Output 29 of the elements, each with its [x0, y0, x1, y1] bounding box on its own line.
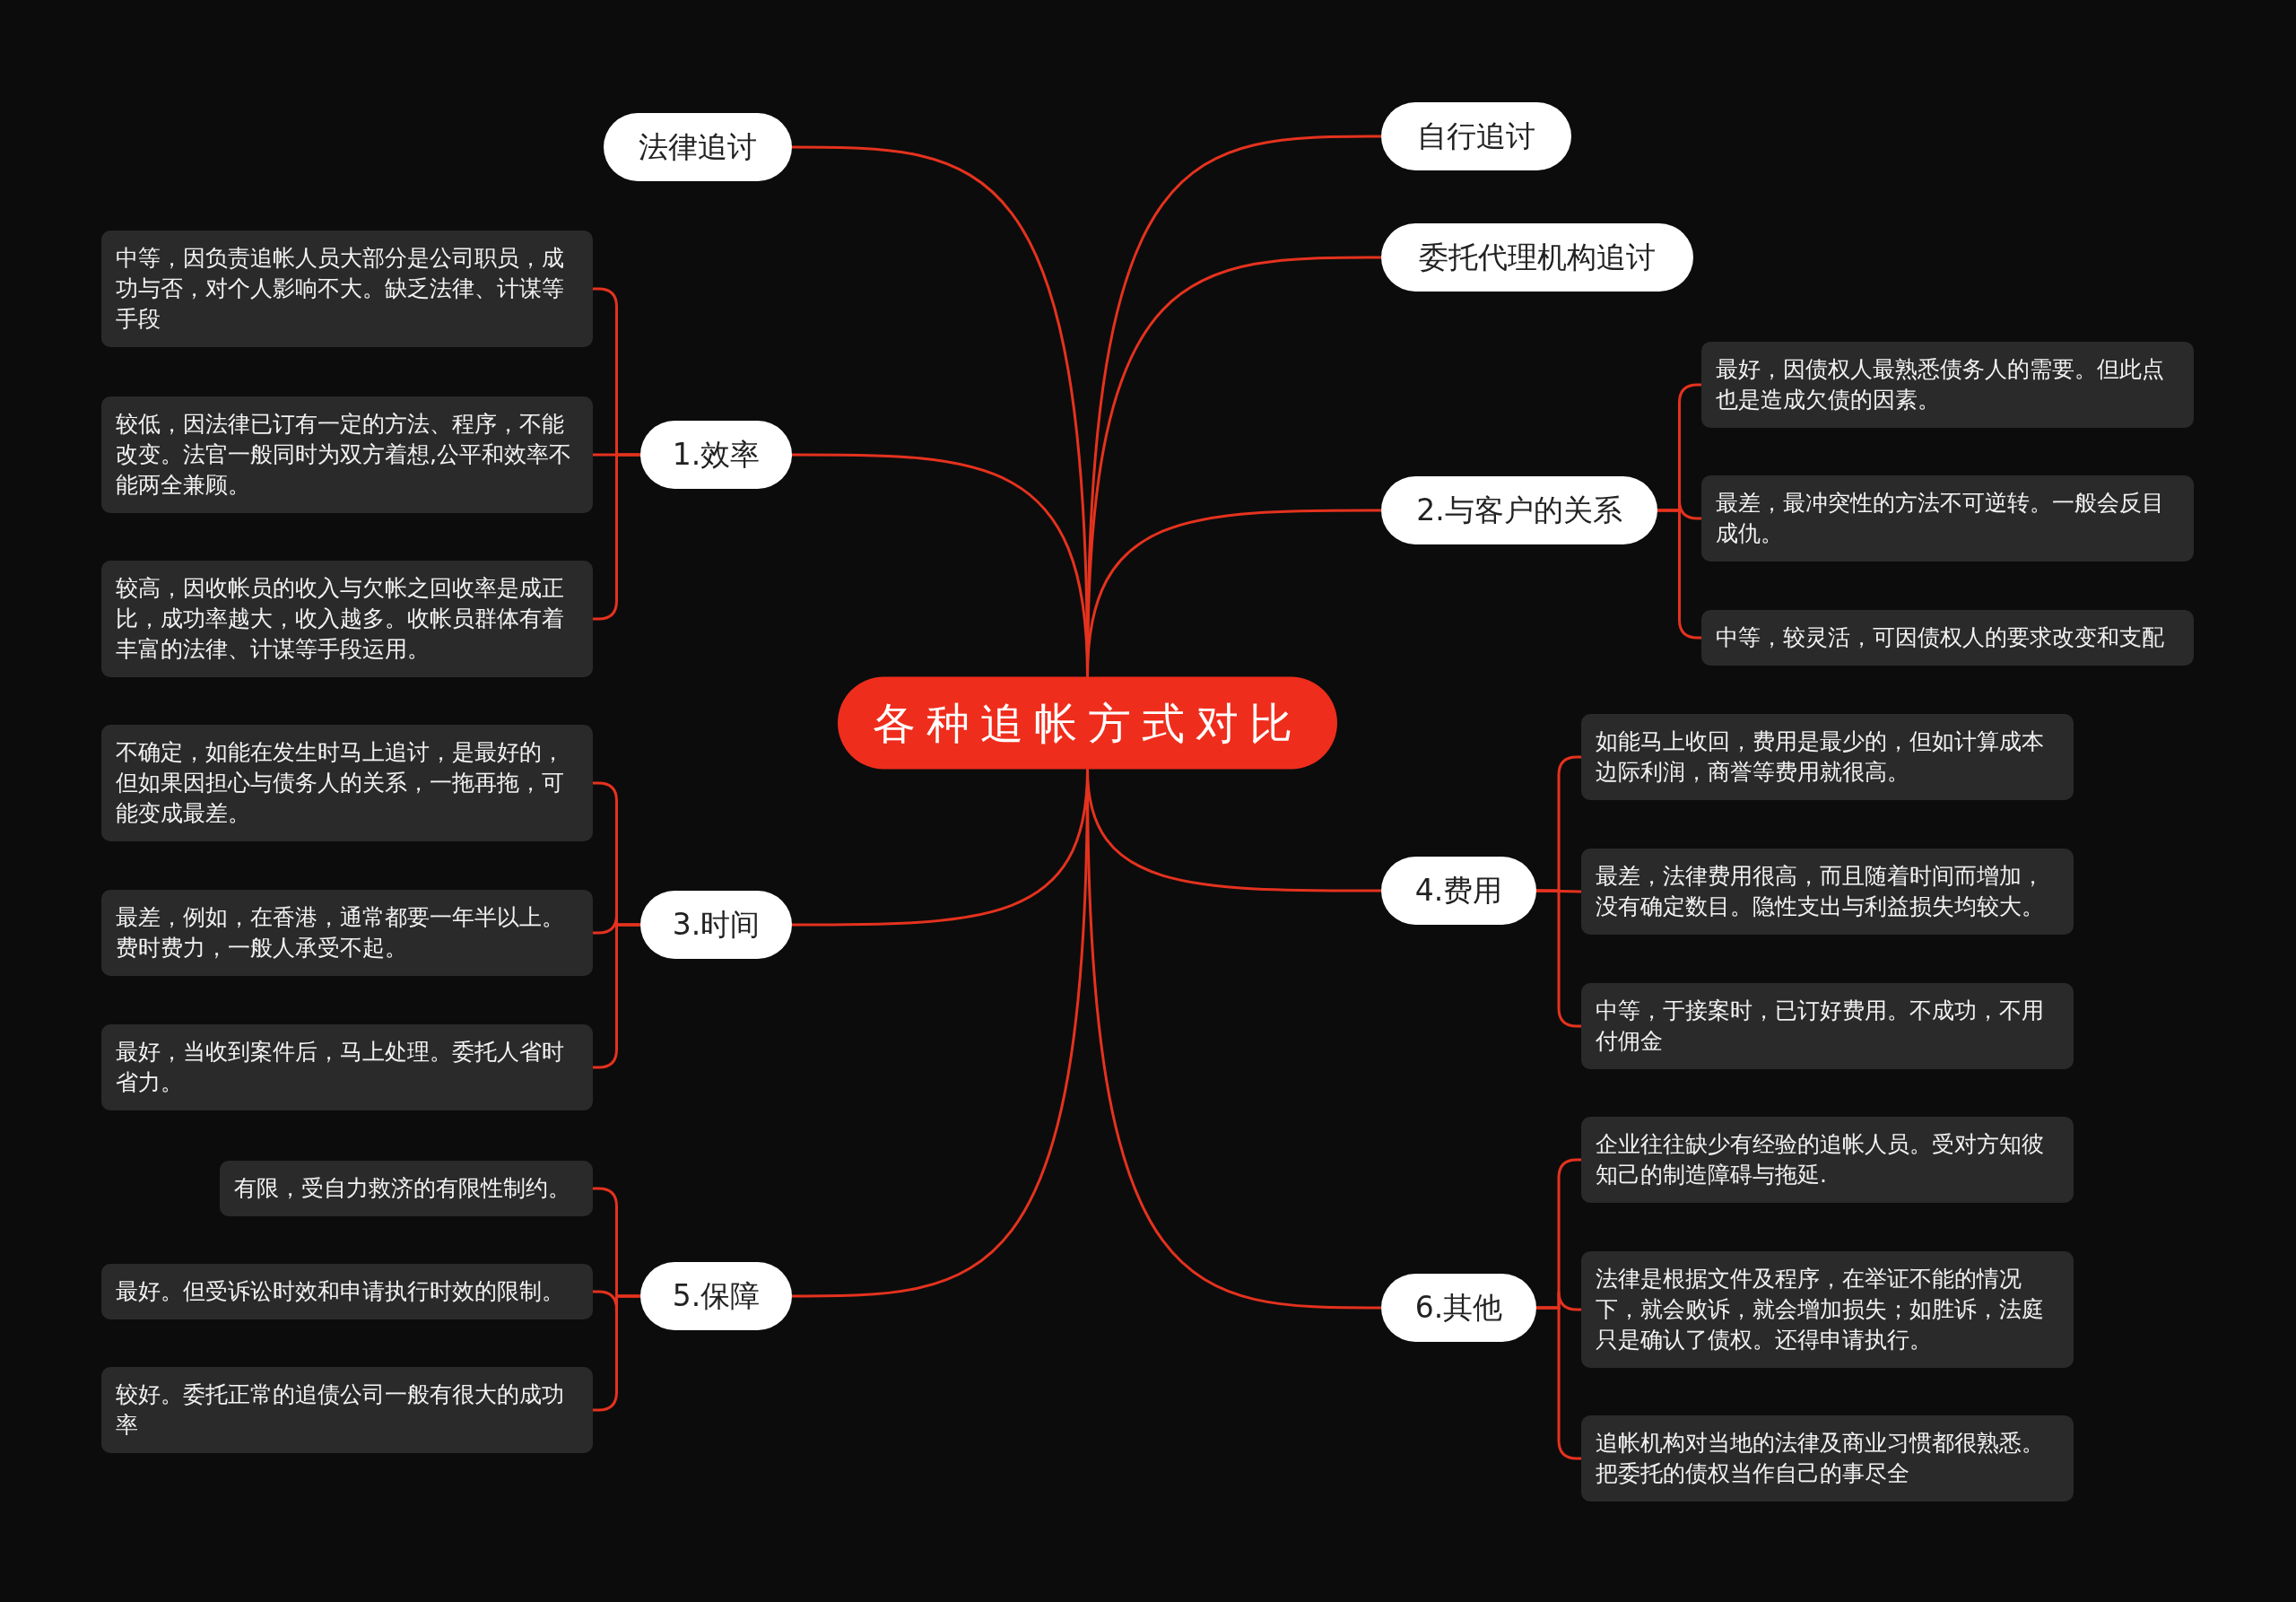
branch-topic: 6.其他 — [1381, 1274, 1536, 1342]
branch-topic: 自行追讨 — [1381, 102, 1571, 170]
note-card: 最好，当收到案件后，马上处理。委托人省时省力。 — [101, 1024, 593, 1110]
note-card: 法律是根据文件及程序，在举证不能的情况下，就会败诉，就会增加损失；如胜诉，法庭只是确认了债权。还得申请执行。 — [1581, 1251, 2074, 1368]
branch-topic: 3.时间 — [640, 891, 792, 959]
branch-topic: 5.保障 — [640, 1262, 792, 1330]
central-topic: 各种追帐方式对比 — [838, 676, 1337, 770]
note-card: 不确定，如能在发生时马上追讨，是最好的，但如果因担心与债务人的关系，一拖再拖，可能变成最差。 — [101, 725, 593, 841]
note-card: 最差，最冲突性的方法不可逆转。一般会反目成仇。 — [1701, 475, 2194, 562]
branch-topic: 4.费用 — [1381, 857, 1536, 925]
note-card: 有限，受自力救济的有限性制约。 — [220, 1161, 593, 1216]
note-card: 最好。但受诉讼时效和申请执行时效的限制。 — [101, 1264, 593, 1319]
branch-topic: 1.效率 — [640, 421, 792, 489]
note-card: 追帐机构对当地的法律及商业习惯都很熟悉。把委托的债权当作自己的事尽全 — [1581, 1415, 2074, 1502]
note-card: 较低，因法律已订有一定的方法、程序，不能改变。法官一般同时为双方着想,公平和效率不能两全兼顾。 — [101, 396, 593, 513]
note-card: 企业往往缺少有经验的追帐人员。受对方知彼知己的制造障碍与拖延. — [1581, 1117, 2074, 1203]
note-card: 最好，因债权人最熟悉债务人的需要。但此点也是造成欠债的因素。 — [1701, 342, 2194, 428]
connector-line — [1086, 509, 1381, 677]
branch-topic: 2.与客户的关系 — [1381, 476, 1657, 544]
note-card: 中等，因负责追帐人员大部分是公司职员，成功与否，对个人影响不大。缺乏法律、计谋等手段 — [101, 231, 593, 347]
note-card: 最差，法律费用很高，而且随着时间而增加，没有确定数目。隐性支出与利益损失均较大。 — [1581, 849, 2074, 935]
note-card: 如能马上收回，费用是最少的，但如计算成本边际利润，商誉等费用就很高。 — [1581, 714, 2074, 800]
note-card: 较好。委托正常的追债公司一般有很大的成功率 — [101, 1367, 593, 1453]
note-card: 中等，较灵活，可因债权人的要求改变和支配 — [1701, 610, 2194, 666]
note-card: 较高，因收帐员的收入与欠帐之回收率是成正比，成功率越大，收入越多。收帐员群体有着丰富的法律、计谋等手段运用。 — [101, 561, 593, 677]
note-card: 最差，例如，在香港，通常都要一年半以上。费时费力，一般人承受不起。 — [101, 890, 593, 976]
branch-topic: 委托代理机构追讨 — [1381, 223, 1693, 292]
note-card: 中等，于接案时，已订好费用。不成功，不用付佣金 — [1581, 983, 2074, 1069]
branch-topic: 法律追讨 — [604, 113, 792, 181]
